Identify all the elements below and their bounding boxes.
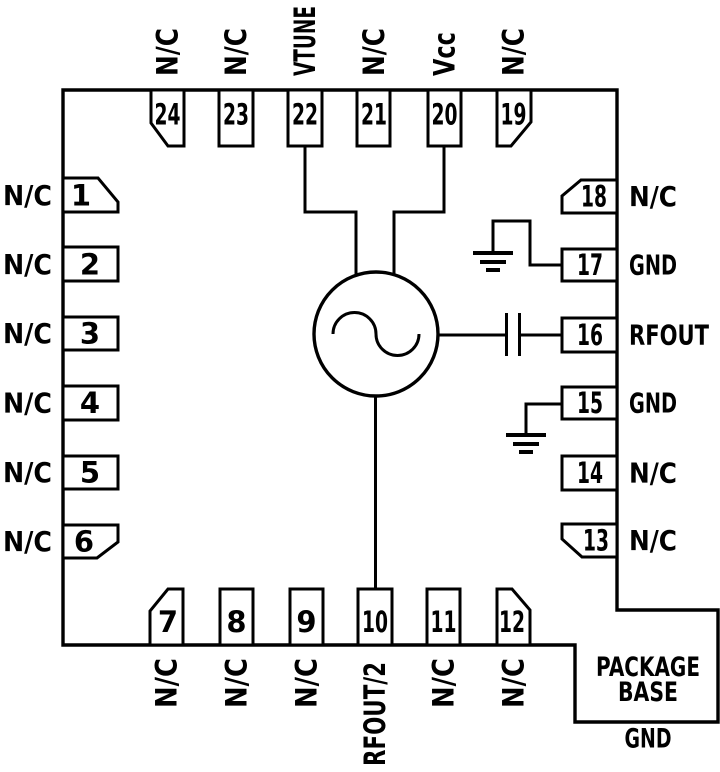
pin-number: 4 xyxy=(80,386,100,420)
pin-number: 3 xyxy=(80,317,100,351)
pin-10: 10 RFOUT/2 xyxy=(356,587,394,766)
pin-label: N/C xyxy=(357,28,391,76)
pin-label: N/C xyxy=(629,524,677,557)
pin-20: 20 Vcc xyxy=(426,32,463,148)
pin-label: GND xyxy=(629,387,677,420)
pin-12: 12 N/C xyxy=(495,587,532,708)
pin-label: GND xyxy=(629,249,677,282)
pin-number: 10 xyxy=(362,605,388,639)
vtune-wire xyxy=(303,146,358,300)
ground-icon xyxy=(506,402,562,454)
pin-number: 13 xyxy=(583,524,609,558)
pin-number: 14 xyxy=(577,456,603,490)
pin-21: 21 N/C xyxy=(355,28,392,148)
pin-label: N/C xyxy=(497,28,531,76)
pin-number: 11 xyxy=(431,605,457,639)
vcc-wire xyxy=(392,146,446,300)
pin-number: 1 xyxy=(71,179,91,213)
pin-label: N/C xyxy=(290,658,324,708)
oscillator-icon xyxy=(312,270,440,398)
pin-number: 8 xyxy=(226,605,246,639)
pin-label: N/C xyxy=(219,28,253,76)
package-base-label-line1: PACKAGE xyxy=(596,652,700,683)
pin-24: 24 N/C xyxy=(149,28,186,148)
pin-label: N/C xyxy=(629,180,677,213)
pin-label: N/C xyxy=(3,456,52,489)
pin-number: 9 xyxy=(296,605,316,639)
pin-1: 1 N/C xyxy=(3,176,120,214)
package-base-gnd-label: GND xyxy=(625,724,672,755)
pin-label: RFOUT/2 xyxy=(358,662,392,766)
pin-13: 13 N/C xyxy=(560,522,677,559)
pin-number: 20 xyxy=(432,98,458,132)
pin-label: Vcc xyxy=(428,32,462,76)
pin-19: 19 N/C xyxy=(495,28,533,148)
pin-label: N/C xyxy=(150,658,184,708)
pin-23: 23 N/C xyxy=(217,28,255,148)
pin-number: 21 xyxy=(361,98,387,132)
pin-15: 15 GND xyxy=(560,385,677,421)
sine-wave-icon xyxy=(331,311,421,357)
package-base-label-line2: BASE xyxy=(618,677,678,708)
pin-number: 22 xyxy=(292,98,318,132)
pin-label: N/C xyxy=(3,179,52,212)
pin-number: 17 xyxy=(577,248,603,282)
pin-16: 16 RFOUT xyxy=(560,316,709,354)
pin-number: 7 xyxy=(158,605,178,639)
package-base-region: PACKAGE BASE GND xyxy=(596,652,700,755)
capacitor-icon xyxy=(505,313,562,356)
pin-8: 8 N/C xyxy=(218,587,255,708)
pin-label: N/C xyxy=(220,658,254,708)
pin-number: 5 xyxy=(80,456,100,490)
pin-number: 15 xyxy=(577,386,603,420)
pin-9: 9 N/C xyxy=(288,587,325,708)
pin-2: 2 N/C xyxy=(3,245,120,283)
pin-label: N/C xyxy=(151,28,185,76)
pin-7: 7 N/C xyxy=(148,587,185,708)
ground-icon xyxy=(473,219,562,272)
pin-number: 24 xyxy=(155,98,181,132)
pin-number: 2 xyxy=(80,248,100,282)
pin-label: N/C xyxy=(3,317,52,350)
pin-18: 18 N/C xyxy=(560,178,677,215)
pin-3: 3 N/C xyxy=(3,315,120,352)
pin-17: 17 GND xyxy=(560,247,677,283)
pin-number: 16 xyxy=(577,318,603,352)
pin-label: N/C xyxy=(497,658,531,708)
pin-number: 19 xyxy=(501,98,527,132)
pin-5: 5 N/C xyxy=(3,454,120,491)
pin-4: 4 N/C xyxy=(3,384,120,422)
pin-label: N/C xyxy=(629,457,677,490)
pin-label: N/C xyxy=(3,387,52,420)
pin-number: 23 xyxy=(223,98,249,132)
pin-6: 6 N/C xyxy=(3,523,120,560)
pin-number: 18 xyxy=(581,180,607,214)
pin-11: 11 N/C xyxy=(425,587,462,708)
pin-label: N/C xyxy=(3,525,52,558)
pin-label: RFOUT xyxy=(629,319,709,352)
pin-label: N/C xyxy=(3,248,52,281)
pin-number: 6 xyxy=(74,525,94,559)
pin-22: 22 VTUNE xyxy=(286,6,324,148)
pin-label: N/C xyxy=(427,658,461,708)
pin-number: 12 xyxy=(499,605,525,639)
pin-label: VTUNE xyxy=(288,6,322,76)
pin-14: 14 N/C xyxy=(560,454,677,492)
